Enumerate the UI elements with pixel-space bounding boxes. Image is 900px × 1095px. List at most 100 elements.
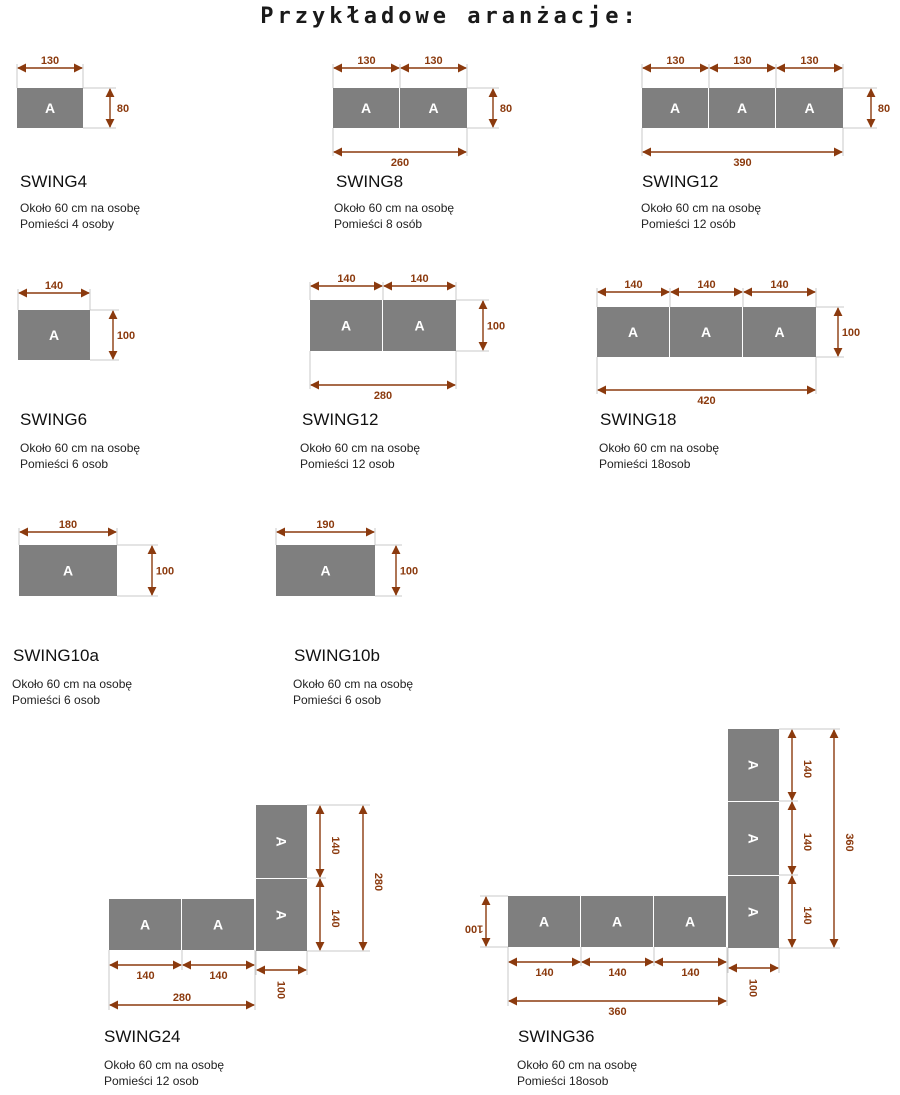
table-module [310, 300, 382, 351]
dimension-label: 100 [275, 981, 287, 999]
table-module [276, 545, 375, 596]
table-label: A [274, 910, 290, 920]
table-label: A [804, 100, 814, 116]
arrangement-name: SWING10b [294, 646, 380, 665]
table-module [19, 545, 117, 596]
dimension-label: 140 [801, 906, 813, 924]
dimension-label: 130 [41, 55, 59, 67]
table-module [743, 307, 816, 357]
dimension-label: 260 [391, 157, 409, 169]
arrangement-name: SWING4 [20, 172, 88, 191]
table-module [333, 88, 399, 128]
dimension-label: 80 [500, 103, 512, 115]
table-label: A [737, 100, 747, 116]
table-module [642, 88, 708, 128]
table-module [670, 307, 742, 357]
per-person-text: Około 60 cm na osobę [104, 1058, 225, 1072]
dimension-label: 140 [410, 273, 428, 285]
dimension-label: 80 [878, 103, 890, 115]
per-person-text: Około 60 cm na osobę [293, 677, 414, 691]
per-person-text: Około 60 cm na osobę [599, 441, 720, 455]
dimension-label: 100 [117, 330, 135, 342]
dimension-label: 420 [697, 395, 715, 407]
per-person-text: Około 60 cm na osobę [12, 677, 133, 691]
table-module [728, 729, 779, 801]
per-person-text: Około 60 cm na osobę [20, 201, 141, 215]
table-module [182, 899, 254, 950]
dimension-label: 140 [681, 967, 699, 979]
table-label: A [670, 100, 680, 116]
dimension-label: 140 [535, 967, 553, 979]
table-module [597, 307, 669, 357]
table-label: A [320, 563, 330, 579]
table-label: A [774, 324, 784, 340]
dimension-label: 140 [801, 760, 813, 778]
table-module [728, 802, 779, 875]
table-label: A [612, 914, 622, 930]
dimension-label: 140 [329, 836, 341, 854]
dimension-label: 360 [843, 833, 855, 851]
capacity-text: Pomieści 6 osob [12, 693, 101, 707]
arrangement-name: SWING10a [13, 646, 99, 665]
capacity-text: Pomieści 8 osób [334, 217, 423, 231]
capacity-text: Pomieści 6 osob [20, 457, 109, 471]
table-label: A [746, 833, 762, 843]
per-person-text: Około 60 cm na osobę [20, 441, 141, 455]
dimension-label: 360 [608, 1006, 626, 1018]
table-label: A [45, 100, 55, 116]
dimension-label: 130 [666, 55, 684, 67]
table-label: A [49, 327, 59, 343]
dimension-label: 140 [801, 833, 813, 851]
table-label: A [628, 324, 638, 340]
table-module [581, 896, 653, 947]
table-module [709, 88, 775, 128]
table-label: A [414, 318, 424, 334]
dimension-label: 180 [59, 519, 77, 531]
per-person-text: Około 60 cm na osobę [300, 441, 421, 455]
arrangement-name: SWING18 [600, 410, 677, 429]
dimension-label: 100 [487, 321, 505, 333]
dimension-label: 140 [337, 273, 355, 285]
dimension-label: 140 [770, 279, 788, 291]
capacity-text: Pomieści 12 osob [300, 457, 395, 471]
dimension-label: 280 [374, 390, 392, 402]
table-label: A [274, 836, 290, 846]
table-module [17, 88, 83, 128]
arrangement-name: SWING12 [302, 410, 379, 429]
table-module [18, 310, 90, 360]
capacity-text: Pomieści 6 osob [293, 693, 382, 707]
dimension-label: 80 [117, 103, 129, 115]
table-label: A [539, 914, 549, 930]
dimension-label: 100 [465, 923, 483, 935]
dimension-label: 130 [733, 55, 751, 67]
per-person-text: Około 60 cm na osobę [641, 201, 762, 215]
dimension-label: 140 [45, 280, 63, 292]
capacity-text: Pomieści 18osob [517, 1074, 609, 1088]
dimension-label: 280 [372, 873, 384, 891]
arrangement-name: SWING36 [518, 1027, 595, 1046]
table-label: A [341, 318, 351, 334]
table-label: A [63, 563, 73, 579]
dimension-label: 100 [747, 979, 759, 997]
table-module [400, 88, 467, 128]
arrangement-name: SWING12 [642, 172, 719, 191]
dimension-label: 100 [842, 327, 860, 339]
capacity-text: Pomieści 12 osob [104, 1074, 199, 1088]
dimension-label: 100 [400, 566, 418, 578]
dimension-label: 140 [329, 909, 341, 927]
dimension-label: 100 [156, 566, 174, 578]
table-label: A [361, 100, 371, 116]
arrangement-name: SWING24 [104, 1027, 181, 1046]
arrangement-name: SWING6 [20, 410, 88, 429]
table-module [508, 896, 580, 947]
page-title: Przykładowe aranżacje: [260, 4, 640, 29]
